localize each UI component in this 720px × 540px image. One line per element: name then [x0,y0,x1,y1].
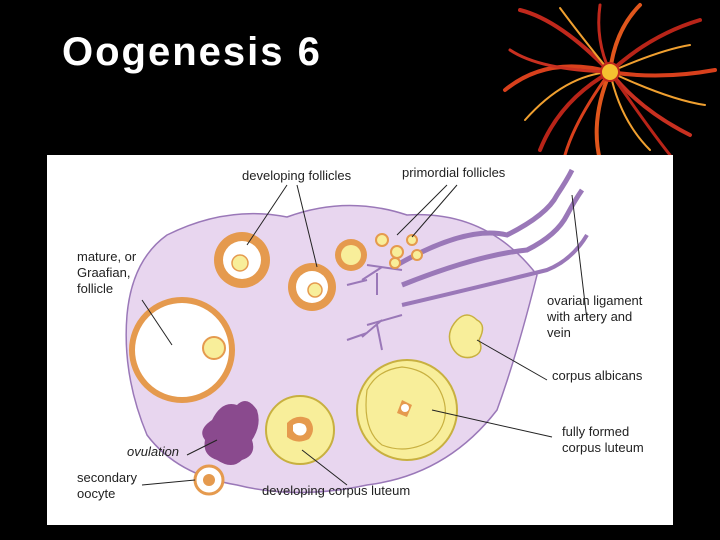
label-secondary-oocyte-line2: oocyte [77,486,115,501]
label-mature-follicle-line1: mature, or [77,249,137,264]
secondary-oocyte [193,464,225,496]
label-primordial-follicles: primordial follicles [402,165,506,180]
developing-follicle-2 [288,263,336,311]
developing-follicle-3 [335,239,367,271]
label-ovarian-ligament-line3: vein [547,325,571,340]
label-ovulation: ovulation [127,444,179,459]
primordial-follicles [375,233,423,269]
label-developing-follicles: developing follicles [242,168,352,183]
slide-title: Oogenesis 6 [62,30,322,74]
ovary-diagram: developing follicles primordial follicle… [77,165,644,501]
graafian-follicle [129,297,235,403]
label-mature-follicle-line2: Graafian, [77,265,130,280]
developing-follicle-1 [214,232,270,288]
label-mature-follicle-line3: follicle [77,281,113,296]
firework-center [600,62,620,82]
ligament-vessel-3 [401,233,589,307]
developing-corpus-luteum [265,395,335,465]
label-corpus-albicans: corpus albicans [552,368,643,383]
ligament-vessel-1 [395,168,575,268]
label-developing-corpus-luteum: developing corpus luteum [262,483,410,498]
label-ovarian-ligament-line2: with artery and [546,309,632,324]
label-corpus-luteum-line2: corpus luteum [562,440,644,455]
label-secondary-oocyte-line1: secondary [77,470,137,485]
label-ovarian-ligament-line1: ovarian ligament [547,293,643,308]
leader-lines [141,184,588,486]
fully-formed-corpus-luteum [356,359,458,461]
ovary-vessel-branches [346,264,403,351]
ovulation-rupture [202,401,259,465]
ovary-figure-panel: developing follicles primordial follicle… [47,155,673,525]
firework-rays [503,3,717,162]
corpus-albicans [448,314,484,359]
label-corpus-luteum-line1: fully formed [562,424,629,439]
